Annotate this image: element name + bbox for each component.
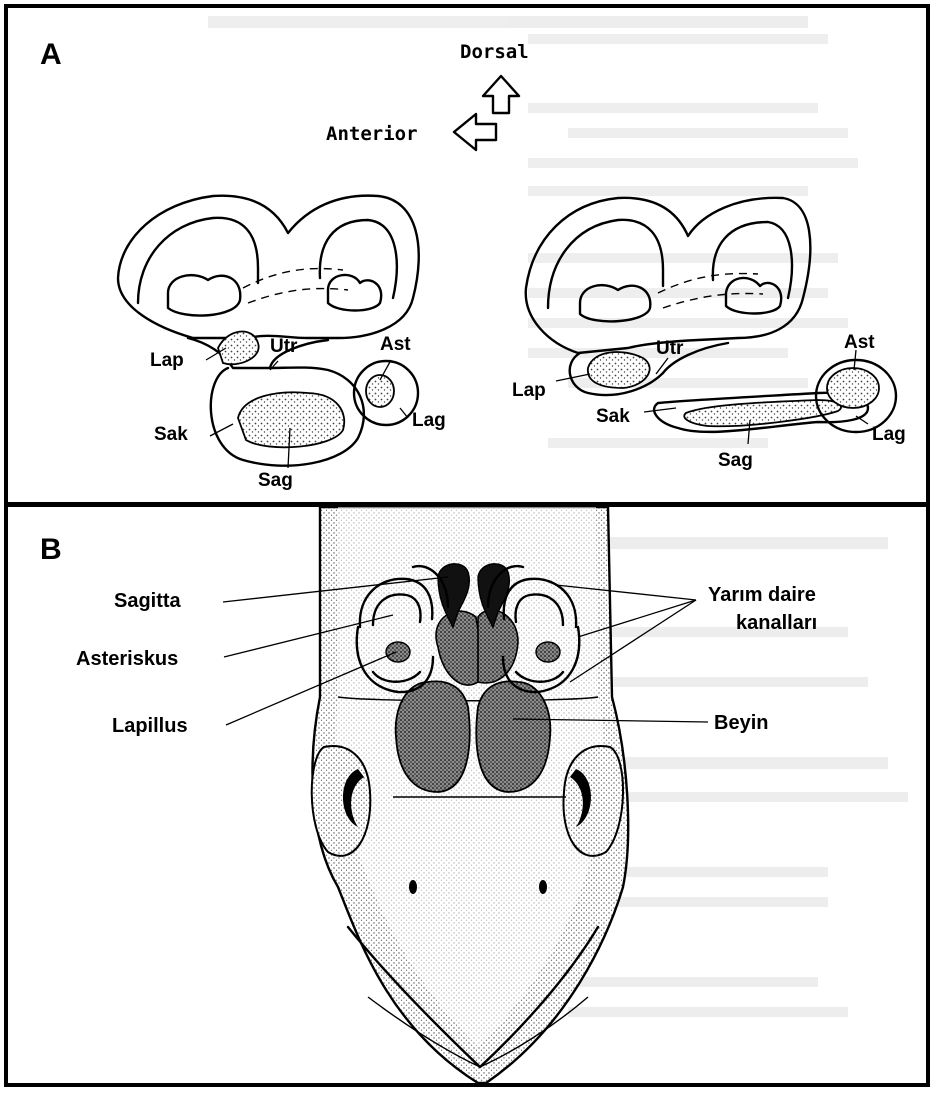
dorsal-label: Dorsal: [460, 41, 529, 63]
anterior-label: Anterior: [326, 123, 418, 145]
right-eye: [563, 746, 623, 856]
left-eye: [312, 746, 371, 856]
label-sak: Sak: [154, 424, 188, 445]
label-sag-right: Sag: [718, 450, 753, 471]
label-canals-line2: kanalları: [736, 612, 817, 634]
right-asteriscus-otolith: [827, 368, 879, 408]
panel-letter-a: A: [40, 38, 62, 71]
orientation-indicator: Dorsal Anterior: [326, 41, 529, 150]
label-canals-line1: Yarım daire: [708, 584, 816, 606]
panel-a-figure: A Dorsal Anterior: [8, 8, 926, 502]
left-ampulla-1: [168, 275, 240, 315]
label-ast-right: Ast: [844, 332, 875, 353]
brain-right-lobe: [476, 681, 550, 792]
right-nostril: [539, 880, 547, 894]
left-posterior-canal: [320, 220, 397, 298]
panel-b-figure: B: [8, 507, 926, 1083]
panel-b: B: [4, 503, 930, 1087]
left-ampulla-2: [328, 275, 381, 311]
left-lapillus-otolith: [218, 332, 259, 365]
right-lapillus-otolith: [588, 352, 650, 388]
label-utr-right: Utr: [656, 338, 684, 359]
label-lapillus: Lapillus: [112, 715, 188, 737]
brain-left-lobe: [396, 681, 470, 792]
right-inner-ear-drawing: Lap Utr Ast Lag Sak Sag: [512, 198, 906, 471]
label-lap-right: Lap: [512, 380, 546, 401]
label-beyin: Beyin: [714, 712, 768, 734]
left-nostril: [409, 880, 417, 894]
dorsal-arrow-icon: [483, 76, 519, 113]
label-asteriskus: Asteriskus: [76, 648, 178, 670]
left-inner-ear-drawing: Lap Utr Ast Lag Sak Sag: [118, 196, 446, 491]
anterior-arrow-icon: [454, 114, 496, 150]
label-ast: Ast: [380, 334, 411, 355]
label-sagitta: Sagitta: [114, 590, 182, 612]
label-utr: Utr: [270, 336, 298, 357]
panel-a: A Dorsal Anterior: [4, 4, 930, 506]
label-lag: Lag: [412, 410, 446, 431]
left-canals-outline: [118, 196, 419, 338]
label-sak-right: Sak: [596, 406, 630, 427]
panel-letter-b: B: [40, 533, 62, 566]
label-sag: Sag: [258, 470, 293, 491]
label-lap: Lap: [150, 350, 184, 371]
left-sagitta-otolith: [238, 392, 344, 447]
label-lag-right: Lag: [872, 424, 906, 445]
